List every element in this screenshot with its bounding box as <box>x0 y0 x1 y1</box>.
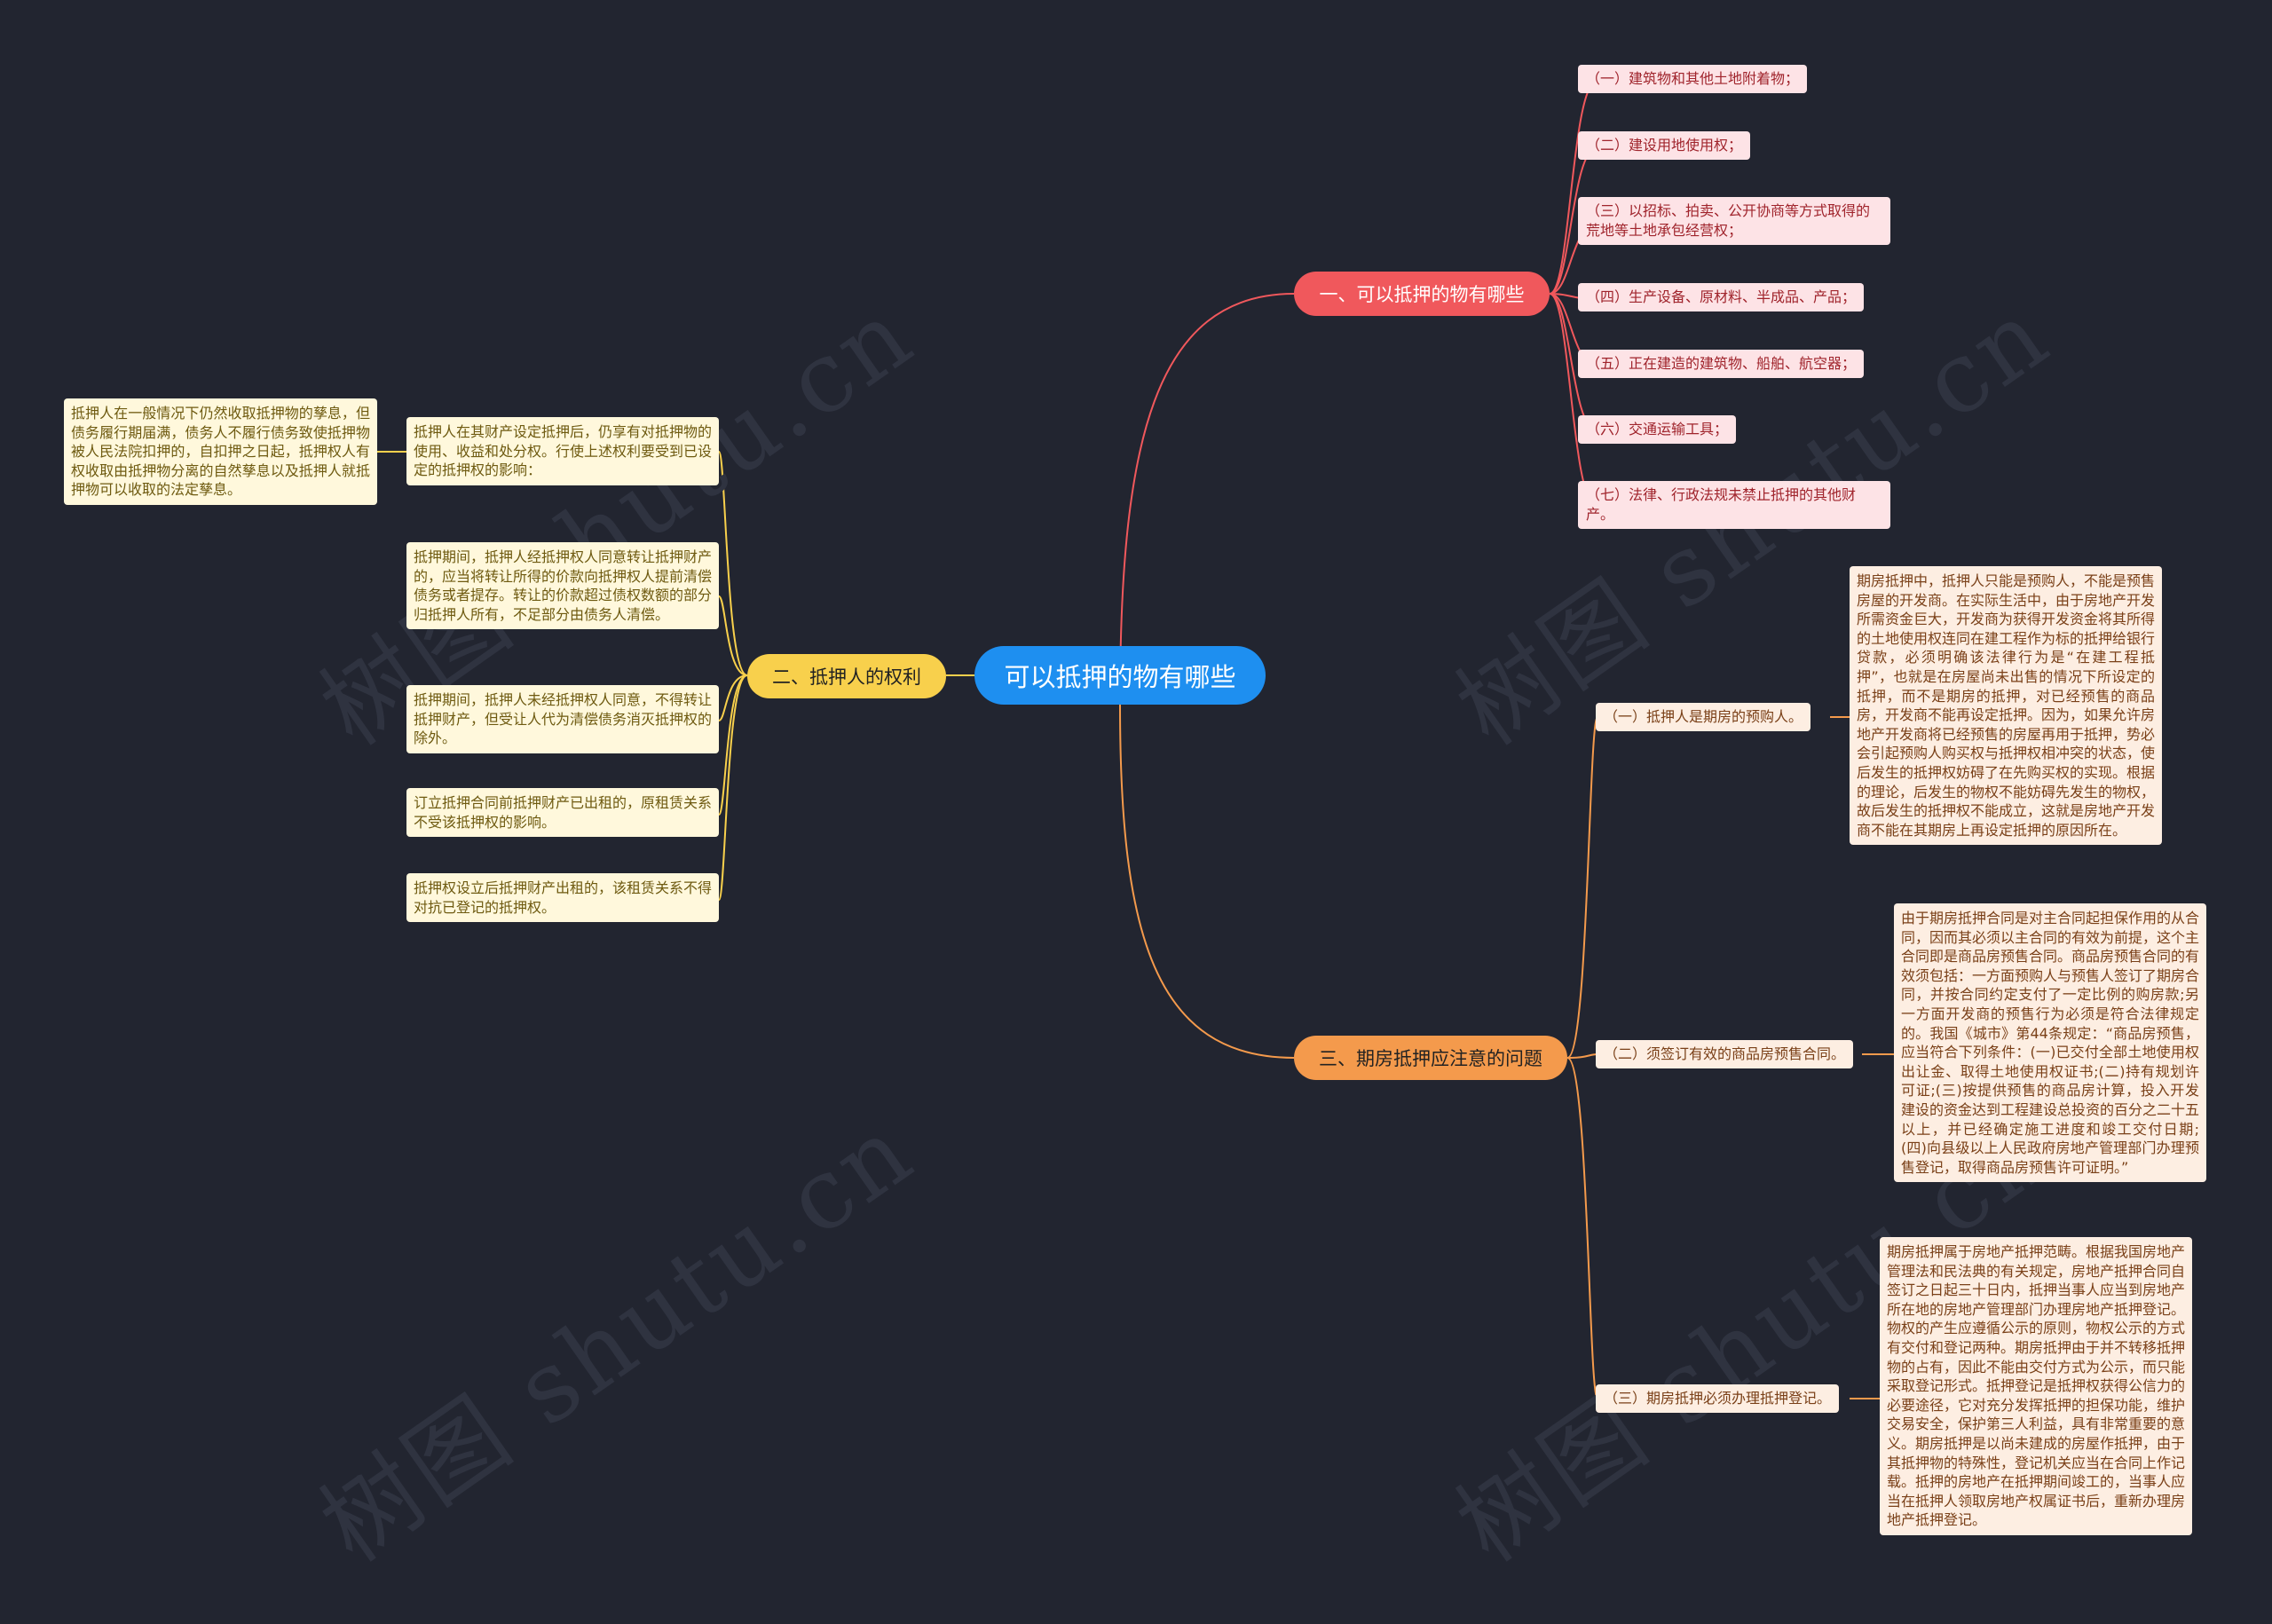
branch-mortgagor-rights[interactable]: 二、抵押人的权利 <box>747 654 946 698</box>
leaf-item[interactable]: （一）建筑物和其他土地附着物； <box>1578 65 1808 93</box>
leaf-item[interactable]: （二）建设用地使用权； <box>1578 131 1751 160</box>
leaf-item[interactable]: （四）生产设备、原材料、半成品、产品； <box>1578 283 1865 311</box>
detail-note: 期房抵押中，抵押人只能是预购人，不能是预售房屋的开发商。在实际生活中，由于房地产… <box>1850 566 2162 846</box>
leaf-item[interactable]: 抵押人在其财产设定抵押后，仍享有对抵押物的使用、收益和处分权。行使上述权利要受到… <box>406 417 719 485</box>
leaf-item[interactable]: （二）须签订有效的商品房预售合同。 <box>1596 1040 1854 1068</box>
branch-mortgageable-items[interactable]: 一、可以抵押的物有哪些 <box>1294 272 1550 316</box>
detail-note: 期房抵押属于房地产抵押范畴。根据我国房地产管理法和民法典的有关规定，房地产抵押合… <box>1880 1237 2192 1535</box>
leaf-item[interactable]: （六）交通运输工具； <box>1578 415 1737 444</box>
leaf-item[interactable]: 抵押期间，抵押人未经抵押权人同意，不得转让抵押财产，但受让人代为清偿债务消灭抵押… <box>406 685 719 753</box>
leaf-item[interactable]: （一）抵押人是期房的预购人。 <box>1596 703 1811 731</box>
leaf-item[interactable]: （五）正在建造的建筑物、船舶、航空器； <box>1578 350 1865 378</box>
leaf-item[interactable]: 订立抵押合同前抵押财产已出租的，原租赁关系不受该抵押权的影响。 <box>406 788 719 838</box>
leaf-item[interactable]: 抵押期间，抵押人经抵押权人同意转让抵押财产的，应当将转让所得的价款向抵押权人提前… <box>406 542 719 630</box>
detail-note: 由于期房抵押合同是对主合同起担保作用的从合同，因而其必须以主合同的有效为前提，这… <box>1894 903 2206 1183</box>
leaf-item[interactable]: （七）法律、行政法规未禁止抵押的其他财产。 <box>1578 481 1890 529</box>
leaf-item[interactable]: （三）以招标、拍卖、公开协商等方式取得的荒地等土地承包经营权； <box>1578 197 1890 245</box>
leaf-item[interactable]: （三）期房抵押必须办理抵押登记。 <box>1596 1384 1840 1413</box>
detail-note: 抵押人在一般情况下仍然收取抵押物的孳息，但债务履行期届满，债务人不履行债务致使抵… <box>64 398 377 505</box>
leaf-item[interactable]: 抵押权设立后抵押财产出租的，该租赁关系不得对抗已登记的抵押权。 <box>406 873 719 923</box>
root-topic[interactable]: 可以抵押的物有哪些 <box>974 646 1266 705</box>
branch-forward-housing-issues[interactable]: 三、期房抵押应注意的问题 <box>1294 1036 1567 1080</box>
